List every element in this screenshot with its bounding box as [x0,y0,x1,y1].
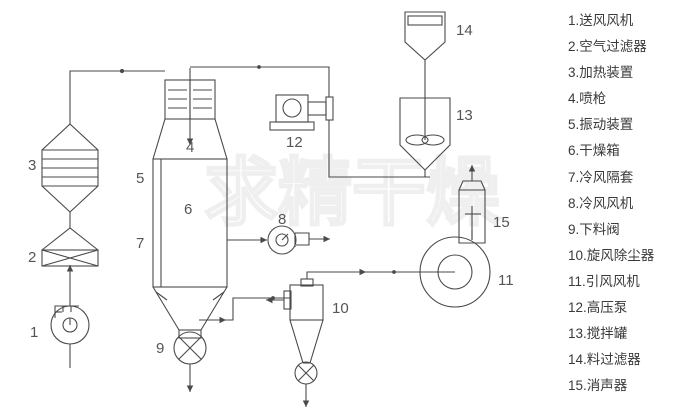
equipment-discharge-valve [173,329,207,392]
equipment-label-6: 6 [184,201,192,218]
equipment-label-9: 9 [156,340,164,357]
equipment-label-2: 2 [28,249,36,266]
equipment-label-14: 14 [456,22,473,39]
equipment-label-3: 3 [28,157,36,174]
legend-item-15: 15.消声器 [568,378,628,394]
equipment-label-1: 1 [30,324,38,341]
equipment-label-8: 8 [278,211,286,228]
equipment-label-4: 4 [186,139,194,156]
legend-item-8: 8.冷风风机 [568,195,634,211]
equipment-label-5: 5 [136,170,144,187]
legend-item-13: 13.搅拌罐 [568,326,628,342]
equipment-induced-draft-fan [419,213,491,308]
legend-item-9: 9.下料阀 [568,221,620,237]
legend-item-12: 12.高压泵 [568,300,628,316]
equipment-label-15: 15 [493,214,510,231]
legend-item-7: 7.冷风隔套 [568,169,634,185]
equipment-drying-chamber [152,158,228,288]
pipe-tank-to-pump [328,120,430,178]
equipment-chamber-bottom-cone [152,286,228,331]
legend-item-6: 6.干燥箱 [568,143,620,159]
pipe-cyclone-to-induced-fan [306,268,455,279]
equipment-silencer [458,165,486,244]
equipment-air-filter [41,227,99,267]
pipe-heater-to-chamber [69,69,165,124]
equipment-label-7: 7 [136,235,144,252]
equipment-supply-fan [50,305,90,368]
equipment-label-12: 12 [286,134,303,151]
legend-item-3: 3.加热装置 [568,65,634,81]
legend-item-2: 2.空气过滤器 [568,39,647,55]
equipment-cyclone-separator [266,278,324,407]
equipment-heater [41,123,99,213]
equipment-mixing-tank [399,97,451,177]
legend-item-5: 5.振动装置 [568,117,634,133]
legend-list: 1.送风风机 2.空气过滤器 3.加热装置 4.喷枪 5.振动装置 6.干燥箱 … [568,8,698,408]
equipment-label-10: 10 [332,300,349,317]
legend-item-10: 10.旋风除尘器 [568,247,655,263]
watermark: 求精干燥 [203,149,502,237]
legend-item-1: 1.送风风机 [568,13,634,28]
pipe-pump-to-chamber-top [190,65,330,97]
equipment-material-filter [404,11,446,61]
watermark-text: 求精干燥 [204,150,501,236]
equipment-label-11: 11 [498,272,514,289]
legend-item-14: 14.料过滤器 [568,352,641,368]
equipment-high-pressure-pump [269,94,334,131]
legend-item-4: 4.喷枪 [568,91,607,107]
equipment-label-13: 13 [456,107,473,124]
legend-item-11: 11.引风风机 [568,273,640,289]
